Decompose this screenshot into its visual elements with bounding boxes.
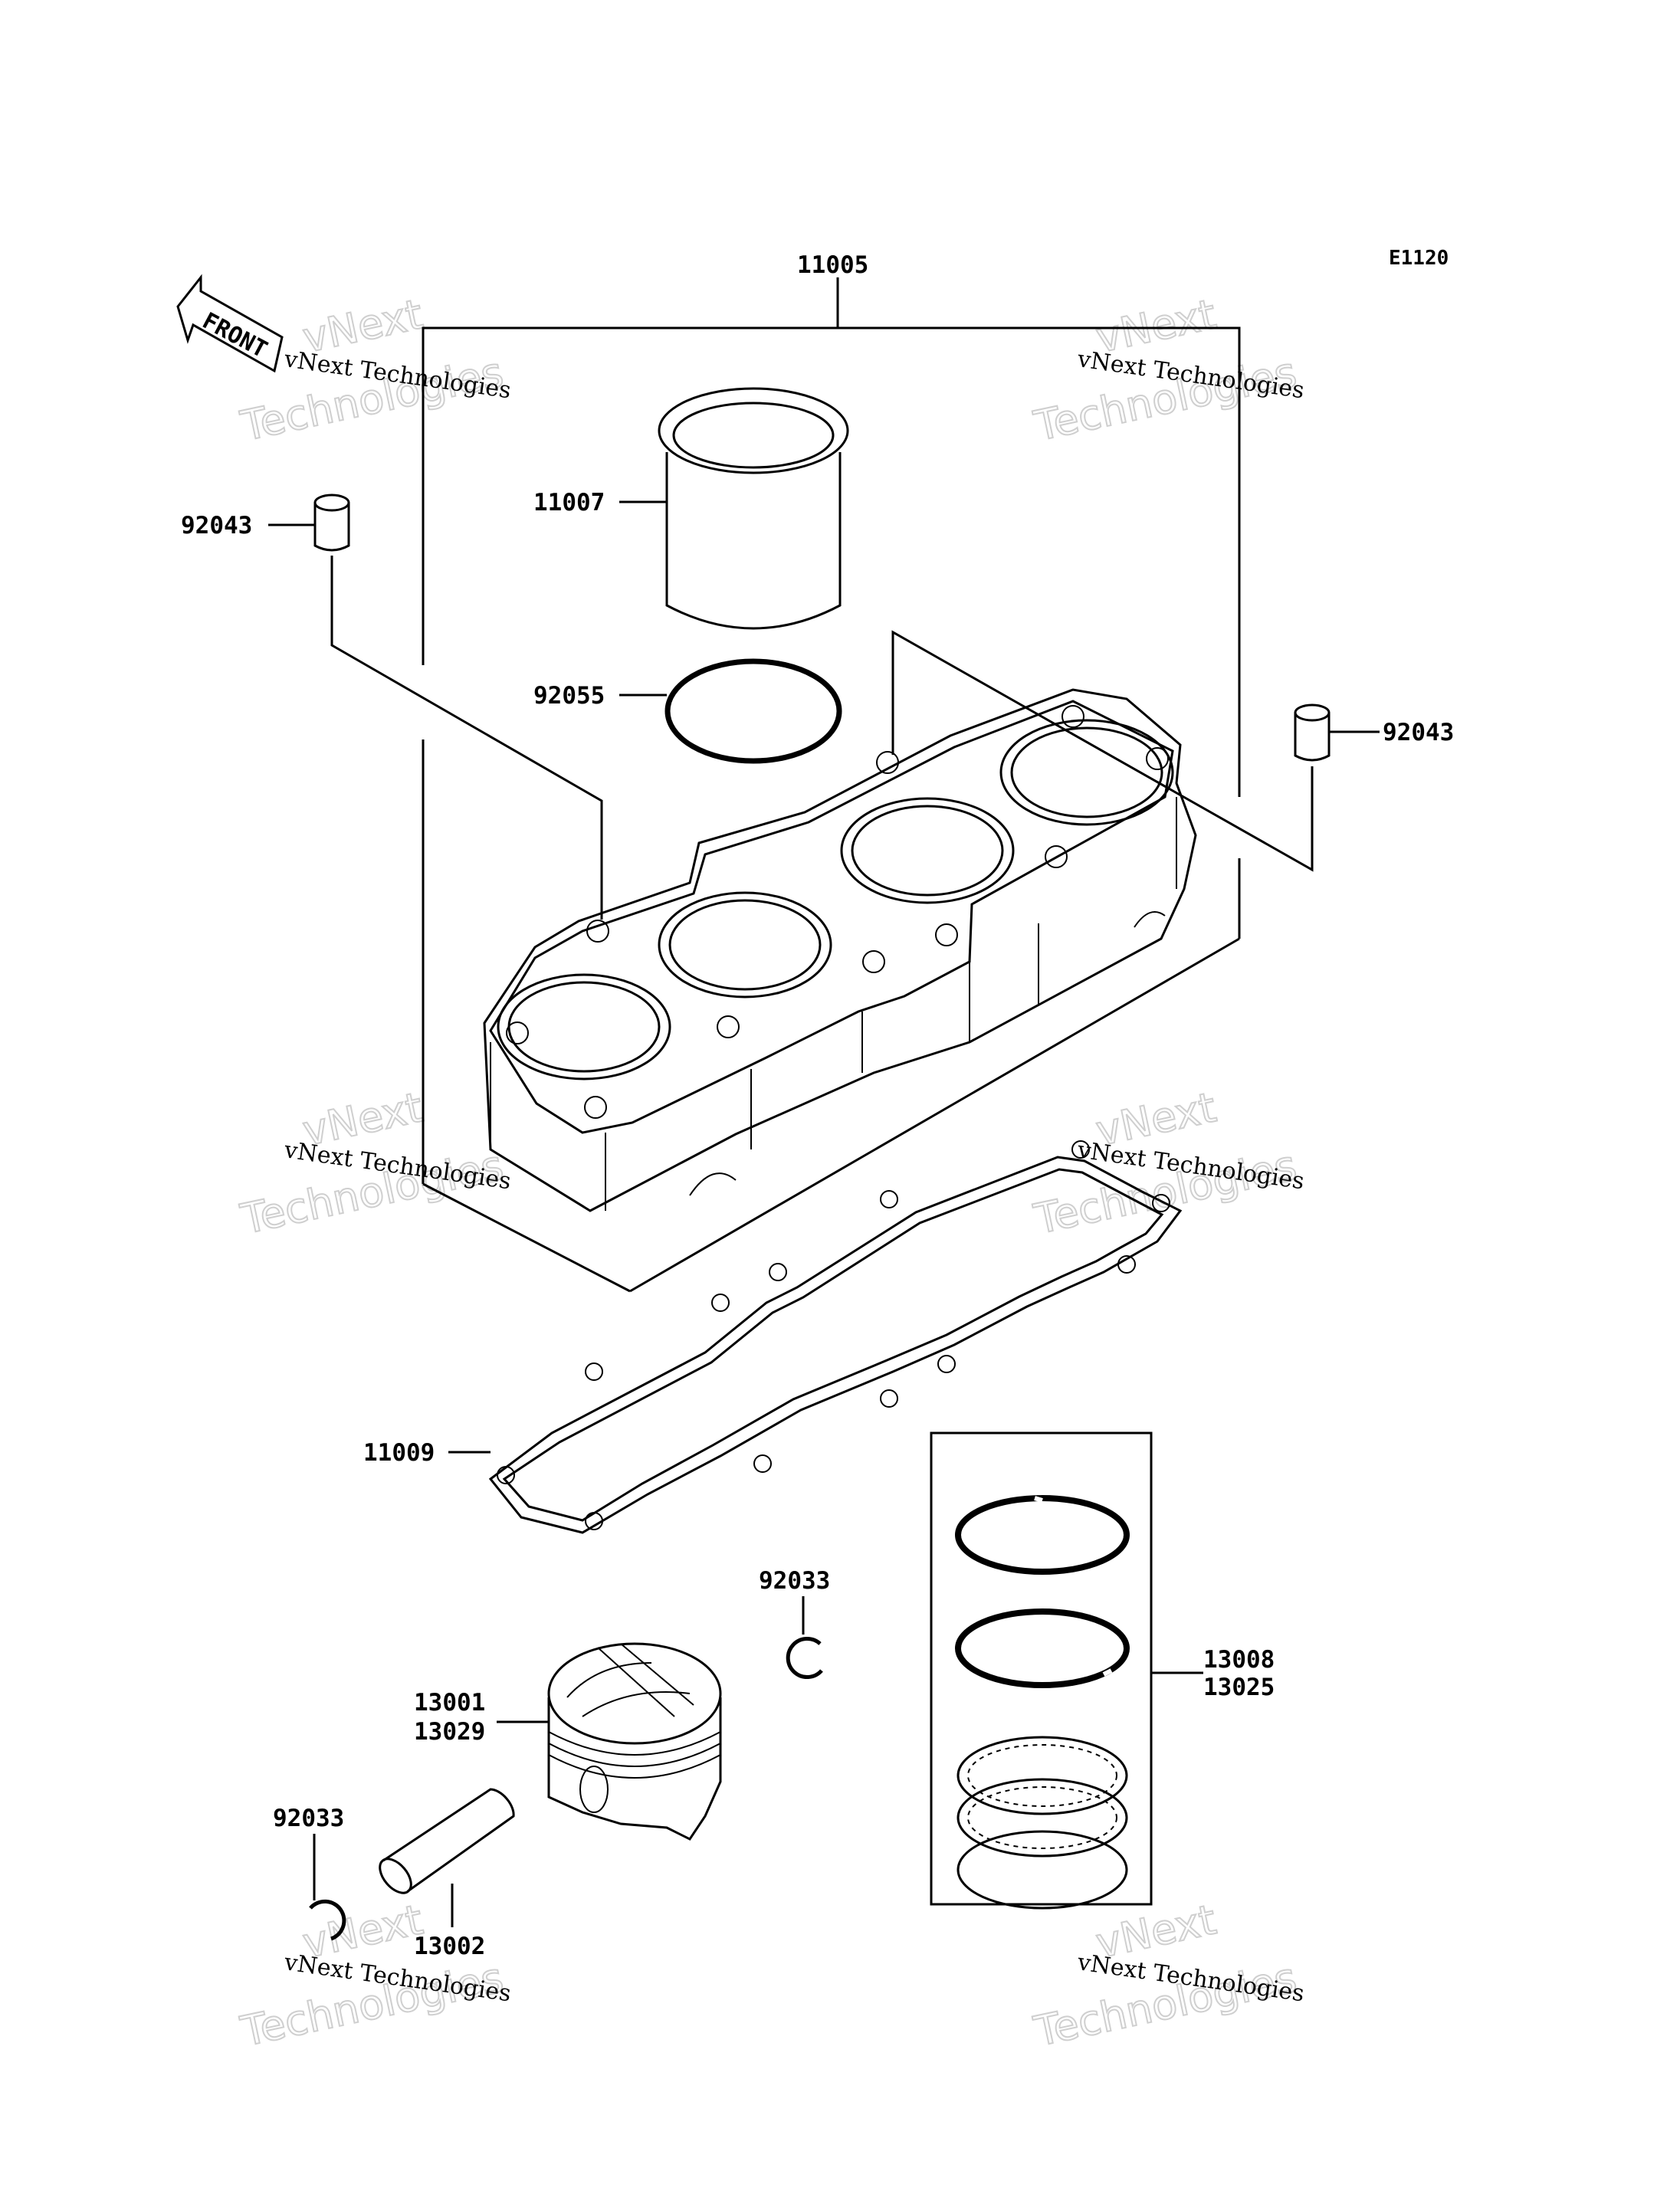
label-13025: 13025 bbox=[1203, 1674, 1275, 1701]
watermark-mid-left: vNext Technologies vNext Technologies bbox=[236, 1082, 513, 1244]
label-92043-left: 92043 bbox=[181, 512, 252, 539]
piston-pin-clip-bottom bbox=[309, 1899, 346, 1941]
label-13029: 13029 bbox=[414, 1718, 485, 1746]
label-11007: 11007 bbox=[533, 489, 605, 516]
label-92033-top: 92033 bbox=[759, 1567, 830, 1595]
label-92055: 92055 bbox=[533, 682, 605, 710]
piston-ring-set bbox=[930, 1431, 1153, 1910]
dowel-pin-right bbox=[1294, 703, 1331, 762]
piston bbox=[547, 1642, 722, 1841]
watermark-bottom-left: vNext Technologies vNext Technologies bbox=[236, 1894, 513, 2057]
diagram-code: E1120 bbox=[1389, 247, 1449, 270]
label-11009: 11009 bbox=[363, 1439, 435, 1467]
svg-text:FRONT: FRONT bbox=[198, 307, 271, 363]
leader-92043-left-b bbox=[330, 556, 603, 920]
watermark-mid-right: vNext Technologies vNext Technologies bbox=[1029, 1082, 1306, 1244]
cylinder-sleeve bbox=[658, 387, 849, 630]
watermark-top-left: vNext Technologies vNext Technologies bbox=[236, 289, 513, 451]
watermark-top-right: vNext Technologies vNext Technologies bbox=[1029, 289, 1306, 451]
piston-pin-clip-top bbox=[786, 1637, 823, 1679]
o-ring bbox=[664, 658, 842, 764]
label-11005: 11005 bbox=[797, 251, 868, 279]
dowel-pin-left bbox=[313, 494, 350, 552]
piston-pin bbox=[379, 1788, 515, 1894]
cylinder-block bbox=[483, 688, 1197, 1212]
label-92043-right: 92043 bbox=[1383, 719, 1454, 746]
label-13008: 13008 bbox=[1203, 1646, 1275, 1674]
front-arrow-icon: FRONT bbox=[176, 274, 284, 373]
label-13001: 13001 bbox=[414, 1689, 485, 1717]
watermark-bottom-right: vNext Technologies vNext Technologies bbox=[1029, 1894, 1306, 2057]
base-gasket bbox=[488, 1140, 1183, 1534]
label-13002: 13002 bbox=[414, 1933, 485, 1960]
cylinder-assy-bracket bbox=[422, 277, 1241, 1293]
label-92033-bottom: 92033 bbox=[273, 1805, 344, 1832]
leader-92043-right-b bbox=[891, 630, 1314, 872]
